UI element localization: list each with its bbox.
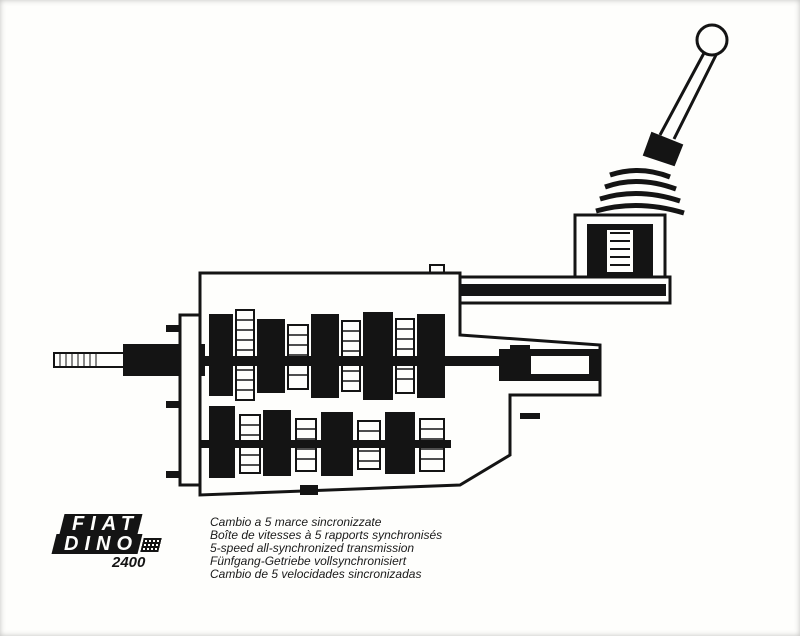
caption-italian: Cambio a 5 marce sincronizzate <box>210 515 382 529</box>
gearbox-cutaway-illustration <box>53 23 729 497</box>
caption-spanish: Cambio de 5 velocidades sincronizadas <box>210 567 422 581</box>
logo-model-number: 2400 <box>112 554 146 571</box>
caption-block: Cambio a 5 marce sincronizzate Boîte de … <box>210 516 442 581</box>
gear-knob-icon <box>695 23 729 57</box>
main-shaft-gears-icon <box>209 309 445 401</box>
logo-model-name: DINO <box>64 533 138 555</box>
caption-french: Boîte de vitesses à 5 rapports synchroni… <box>210 528 443 542</box>
logo-brand: FIAT <box>72 513 139 535</box>
shift-boot-icon <box>595 168 685 216</box>
logo-grid-icon <box>140 538 162 552</box>
caption-english: 5-speed all-synchronized transmission <box>210 541 415 555</box>
fiat-dino-logo: FIAT DINO 2400 <box>51 513 162 574</box>
countershaft-gears-icon <box>209 406 445 478</box>
caption-german: Fünfgang-Getriebe vollsynchronisiert <box>210 554 407 568</box>
